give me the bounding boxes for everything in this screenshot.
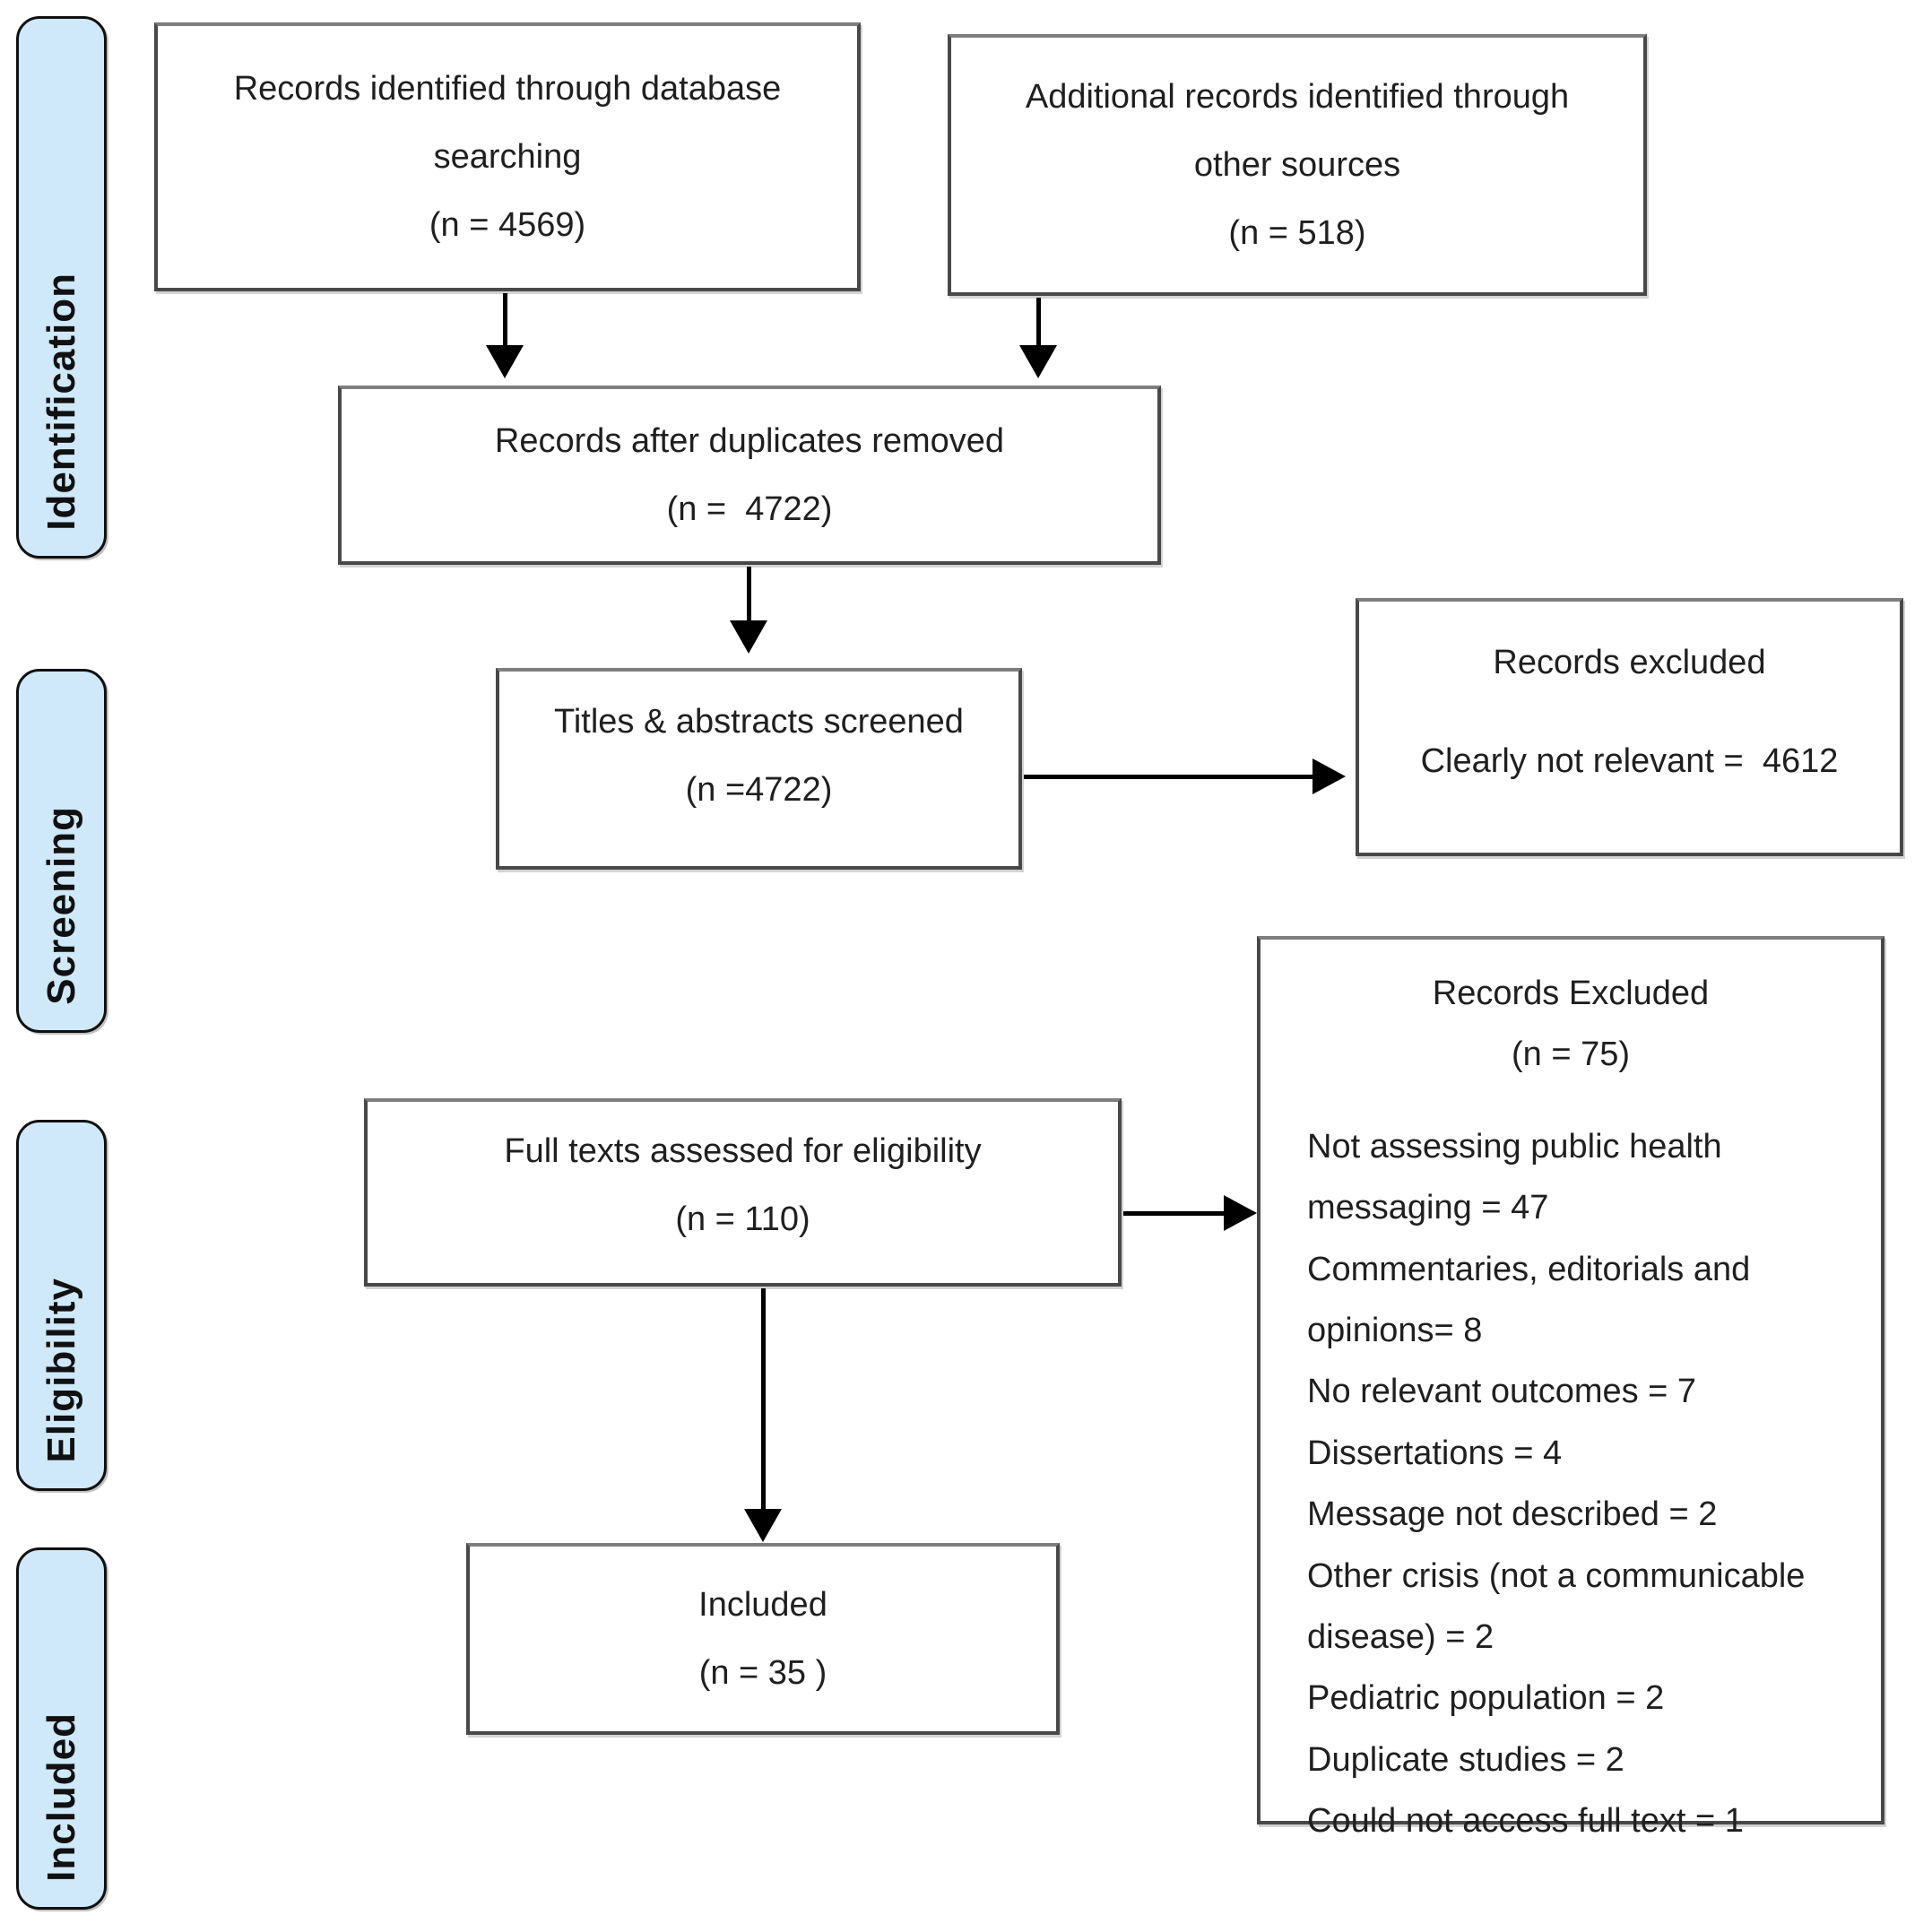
- arrow-identified-to-duplicates-head: [486, 345, 524, 378]
- included-studies-text: Included: [698, 1586, 827, 1624]
- arrow-identified-to-duplicates-shaft: [503, 293, 507, 347]
- box-included-studies: Included (n = 35 ): [466, 1543, 1060, 1735]
- exclusion-reason: Pediatric population = 2: [1307, 1679, 1665, 1718]
- titles-screened-count: (n =4722): [685, 770, 833, 809]
- arrow-fulltext-to-included-shaft: [761, 1288, 766, 1511]
- exclusion-reason: Not assessing public health messaging = …: [1307, 1127, 1732, 1227]
- stage-label-identification-text: Identification: [39, 273, 83, 531]
- arrow-duplicates-to-screened-shaft: [747, 567, 751, 622]
- records-excluded-screening-title: Records excluded: [1493, 644, 1766, 681]
- duplicates-removed-text: Records after duplicates removed: [494, 422, 1005, 460]
- exclusion-reason: Dissertations = 4: [1307, 1434, 1563, 1472]
- exclusion-reason: No relevant outcomes = 7: [1307, 1373, 1697, 1411]
- records-identified-count: (n = 4569): [429, 206, 586, 244]
- box-records-identified: Records identified through database sear…: [154, 22, 861, 291]
- exclusion-reason: Could not access full text = 1: [1307, 1802, 1744, 1841]
- records-excluded-fulltext-title: Records Excluded: [1432, 975, 1710, 1012]
- stage-label-included: Included: [16, 1547, 107, 1910]
- arrow-additional-to-duplicates-shaft: [1036, 298, 1041, 347]
- titles-screened-text: Titles & abstracts screened: [554, 702, 964, 741]
- exclusion-reason: Duplicate studies = 2: [1307, 1740, 1624, 1779]
- exclusion-reason: Other crisis (not a communicable disease…: [1307, 1556, 1815, 1656]
- stage-label-screening: Screening: [16, 669, 107, 1033]
- stage-label-screening-text: Screening: [39, 806, 83, 1005]
- arrow-screened-to-excluded-head: [1313, 758, 1346, 794]
- arrow-fulltext-to-included-head: [744, 1509, 782, 1542]
- records-identified-text: Records identified through database sear…: [233, 70, 791, 176]
- stage-label-eligibility-text: Eligibility: [39, 1278, 83, 1463]
- arrow-screened-to-excluded-shaft: [1024, 775, 1316, 779]
- box-records-excluded-screening: Records excluded Clearly not relevant = …: [1356, 598, 1903, 856]
- records-excluded-fulltext-count: (n = 75): [1511, 1036, 1631, 1074]
- arrow-duplicates-to-screened-head: [730, 620, 767, 654]
- arrow-fulltext-to-excluded-head: [1224, 1195, 1257, 1231]
- arrow-additional-to-duplicates-head: [1019, 345, 1057, 378]
- arrow-fulltext-to-excluded-shaft: [1123, 1211, 1226, 1216]
- exclusion-reason: Commentaries, editorials and opinions= 8: [1307, 1250, 1760, 1349]
- exclusion-reason: Message not described = 2: [1307, 1495, 1718, 1534]
- box-titles-abstracts-screened: Titles & abstracts screened (n =4722): [496, 668, 1022, 870]
- box-records-excluded-fulltext: Records Excluded (n = 75) Not assessing …: [1257, 936, 1884, 1840]
- box-full-texts-assessed: Full texts assessed for eligibility (n =…: [364, 1098, 1122, 1287]
- included-studies-count: (n = 35 ): [698, 1654, 827, 1692]
- full-text-assessed-text: Full texts assessed for eligibility: [504, 1132, 982, 1170]
- duplicates-removed-count: (n = 4722): [666, 490, 833, 528]
- full-text-assessed-count: (n = 110): [675, 1200, 810, 1238]
- stage-label-eligibility: Eligibility: [16, 1120, 107, 1491]
- box-duplicates-removed: Records after duplicates removed (n = 47…: [338, 386, 1161, 565]
- stage-label-included-text: Included: [39, 1712, 83, 1882]
- additional-records-text: Additional records identified through ot…: [1025, 78, 1579, 184]
- additional-records-count: (n = 518): [1228, 214, 1366, 252]
- exclusion-reason-list: Not assessing public health messaging = …: [1307, 1116, 1834, 1852]
- box-additional-records: Additional records identified through ot…: [948, 34, 1647, 296]
- stage-label-identification: Identification: [16, 16, 107, 559]
- records-excluded-screening-detail: Clearly not relevant = 4612: [1420, 742, 1839, 780]
